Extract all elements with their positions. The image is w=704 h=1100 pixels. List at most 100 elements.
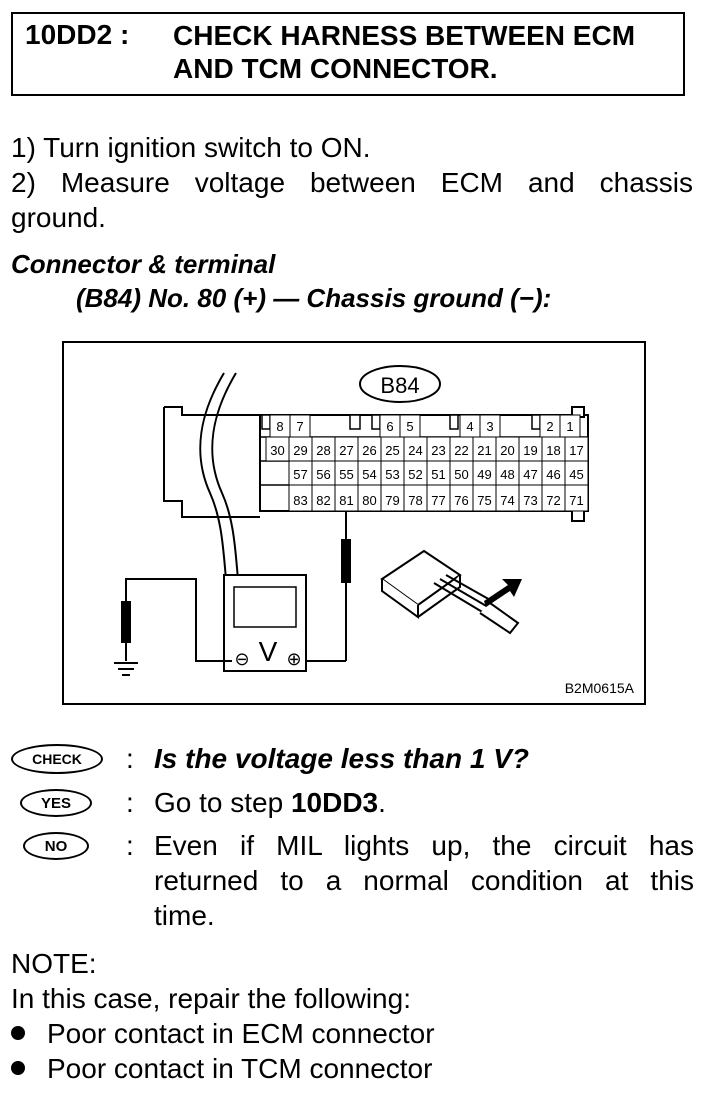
yes-badge: YES bbox=[20, 789, 92, 817]
pin-number: 45 bbox=[569, 467, 583, 482]
note-title: NOTE: bbox=[11, 948, 97, 979]
note-block: NOTE: In this case, repair the following… bbox=[11, 946, 411, 1016]
pin-number: 72 bbox=[546, 493, 560, 508]
connector-label-ellipse bbox=[359, 365, 441, 403]
arrow-icon bbox=[484, 579, 522, 607]
probe-positive bbox=[341, 539, 351, 583]
pin-number: 8 bbox=[276, 419, 283, 434]
pin-number: 75 bbox=[477, 493, 491, 508]
step-2: 2) Measure voltage between ECM and chass… bbox=[11, 167, 693, 198]
yes-answer: Go to step 10DD3. bbox=[154, 787, 386, 818]
pin-number: 53 bbox=[385, 467, 399, 482]
pin-number: 2 bbox=[546, 419, 553, 434]
list-item: Poor contact in TCM connector bbox=[11, 1051, 435, 1086]
pin-row-1: 30 29 28 27 26 25 24 23 22 21 20 19 18 17 bbox=[265, 436, 589, 462]
step-title: CHECK HARNESS BETWEEN ECM AND TCM CONNEC… bbox=[173, 19, 635, 85]
check-question: Is the voltage less than 1 V? bbox=[154, 743, 530, 774]
pin-number: 5 bbox=[406, 419, 413, 434]
pin-number: 23 bbox=[431, 443, 445, 458]
probe-wire-negative bbox=[125, 578, 232, 662]
yes-row: YES : Go to step 10DD3. bbox=[11, 785, 695, 820]
pin-number: 46 bbox=[546, 467, 560, 482]
pin-number: 55 bbox=[339, 467, 353, 482]
pin-row-3: 83 82 81 80 79 78 77 76 75 74 73 72 71 bbox=[288, 484, 589, 512]
connector-label: B84 bbox=[380, 373, 419, 398]
check-badge: CHECK bbox=[11, 744, 103, 774]
no-colon: : bbox=[126, 830, 134, 861]
yes-colon: : bbox=[126, 787, 134, 818]
pin-number: 77 bbox=[431, 493, 445, 508]
pin-number: 82 bbox=[316, 493, 330, 508]
check-row: CHECK : Is the voltage less than 1 V? bbox=[11, 741, 695, 776]
pin-number: 21 bbox=[477, 443, 491, 458]
pin-number: 73 bbox=[523, 493, 537, 508]
pin-number: 6 bbox=[386, 419, 393, 434]
pin-number: 78 bbox=[408, 493, 422, 508]
procedure-steps: 1) Turn ignition switch to ON. 2) Measur… bbox=[11, 130, 693, 235]
pin-number: 54 bbox=[362, 467, 376, 482]
plus-terminal-icon: ⊕ bbox=[286, 649, 301, 669]
step-header: 10DD2 : CHECK HARNESS BETWEEN ECM AND TC… bbox=[11, 12, 685, 96]
pin-number: 57 bbox=[293, 467, 307, 482]
check-colon: : bbox=[126, 743, 134, 774]
pin-number: 47 bbox=[523, 467, 537, 482]
probe-negative bbox=[121, 601, 131, 643]
voltmeter-display bbox=[233, 586, 297, 628]
pin-number: 74 bbox=[500, 493, 514, 508]
connector-spec: (B84) No. 80 (+) — Chassis ground (−): bbox=[76, 283, 552, 313]
pin-number: 19 bbox=[523, 443, 537, 458]
step-title-line1: CHECK HARNESS BETWEEN ECM bbox=[173, 20, 636, 51]
pin-number: 25 bbox=[385, 443, 399, 458]
pin-number: 1 bbox=[566, 419, 573, 434]
voltmeter-symbol: V bbox=[259, 636, 278, 667]
list-item: Poor contact in ECM connector bbox=[11, 1016, 435, 1051]
pin-number: 52 bbox=[408, 467, 422, 482]
pin-number: 3 bbox=[486, 419, 493, 434]
bullet-icon bbox=[11, 1060, 25, 1075]
pin-number: 22 bbox=[454, 443, 468, 458]
pin-number: 17 bbox=[569, 443, 583, 458]
pin-number: 26 bbox=[362, 443, 376, 458]
pin-number: 29 bbox=[293, 443, 307, 458]
pin-cell bbox=[564, 484, 589, 512]
step-title-line2: AND TCM CONNECTOR. bbox=[173, 53, 498, 84]
harness-connector-icon bbox=[380, 549, 522, 635]
connector-left-edge bbox=[163, 407, 260, 518]
repair-list: Poor contact in ECM connector Poor conta… bbox=[11, 1016, 435, 1086]
pin-number: 81 bbox=[339, 493, 353, 508]
pin-number: 27 bbox=[339, 443, 353, 458]
pin-number: 28 bbox=[316, 443, 330, 458]
no-row: NO : Even if MIL lights up, the circuit … bbox=[11, 828, 695, 933]
pin-number: 7 bbox=[296, 419, 303, 434]
step-code: 10DD2 : bbox=[25, 19, 130, 50]
pin-number: 76 bbox=[454, 493, 468, 508]
pin-number: 48 bbox=[500, 467, 514, 482]
pin-number: 56 bbox=[316, 467, 330, 482]
no-answer: Even if MIL lights up, the circuit has r… bbox=[154, 830, 694, 931]
pin-number: 24 bbox=[408, 443, 422, 458]
pin-number: 51 bbox=[431, 467, 445, 482]
pin-number: 4 bbox=[466, 419, 473, 434]
pin-number: 49 bbox=[477, 467, 491, 482]
pin-number: 30 bbox=[270, 443, 284, 458]
next-step-ref: 10DD3 bbox=[290, 787, 379, 818]
pin-number: 71 bbox=[569, 493, 583, 508]
pin-number: 80 bbox=[362, 493, 376, 508]
pin-number: 20 bbox=[500, 443, 514, 458]
note-intro: In this case, repair the following: bbox=[11, 983, 411, 1014]
pin-number: 18 bbox=[546, 443, 560, 458]
pin-number: 79 bbox=[385, 493, 399, 508]
step-1: 1) Turn ignition switch to ON. bbox=[11, 132, 371, 163]
connector-key-slots bbox=[261, 414, 541, 430]
minus-terminal-icon: ⊖ bbox=[234, 649, 249, 669]
pin-number: 83 bbox=[293, 493, 307, 508]
step-2-continued: ground. bbox=[11, 202, 106, 233]
bullet-icon bbox=[11, 1025, 25, 1040]
ground-icon bbox=[114, 662, 138, 676]
no-badge: NO bbox=[23, 832, 89, 860]
figure-code: B2M0615A bbox=[565, 680, 635, 696]
